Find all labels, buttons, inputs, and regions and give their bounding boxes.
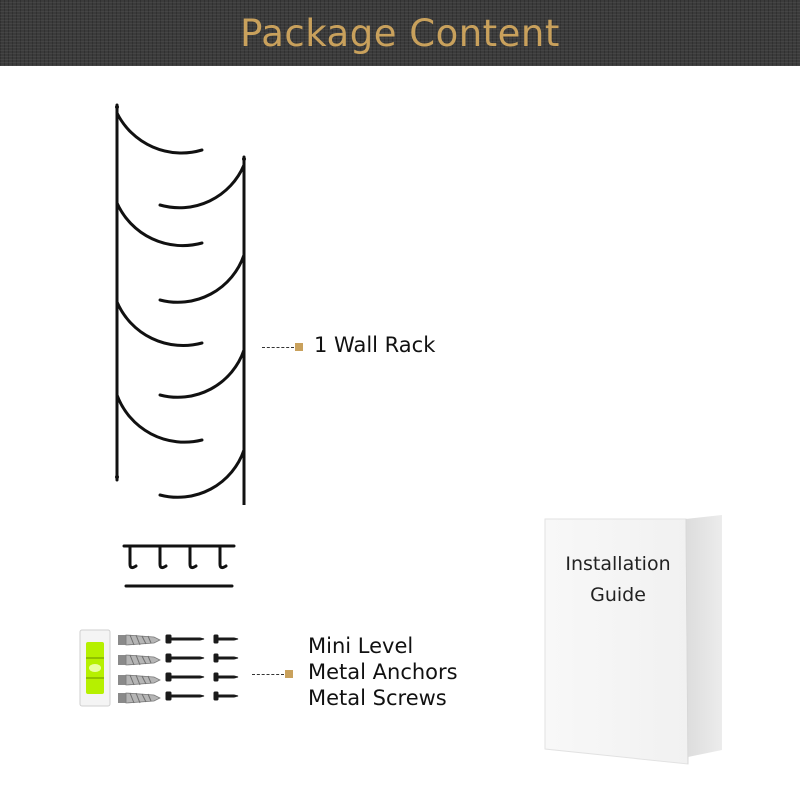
guide-title-line2: Guide bbox=[590, 584, 646, 606]
hardware-marker bbox=[285, 670, 293, 678]
guide-title: Installation Guide bbox=[543, 549, 693, 611]
hook-bar-illustration bbox=[122, 544, 236, 588]
page-title: Package Content bbox=[240, 11, 560, 55]
mini-level-label: Mini Level bbox=[308, 634, 414, 658]
metal-anchor-icon bbox=[118, 634, 161, 704]
wall-rack-label: 1 Wall Rack bbox=[314, 333, 436, 357]
wall-rack-marker bbox=[295, 343, 303, 351]
installation-guide-booklet bbox=[544, 515, 722, 765]
header-banner: Package Content bbox=[0, 0, 800, 66]
metal-screws-label: Metal Screws bbox=[308, 686, 447, 710]
metal-screw-icon bbox=[165, 634, 239, 701]
hardware-leader-line bbox=[252, 674, 284, 675]
mini-level-icon bbox=[79, 629, 111, 707]
wall-rack-leader-line bbox=[262, 347, 294, 348]
hardware-labels: Mini Level Metal Anchors Metal Screws bbox=[308, 633, 458, 711]
wall-rack-illustration bbox=[115, 103, 246, 505]
metal-anchors-label: Metal Anchors bbox=[308, 660, 458, 684]
guide-title-line1: Installation bbox=[565, 553, 671, 575]
